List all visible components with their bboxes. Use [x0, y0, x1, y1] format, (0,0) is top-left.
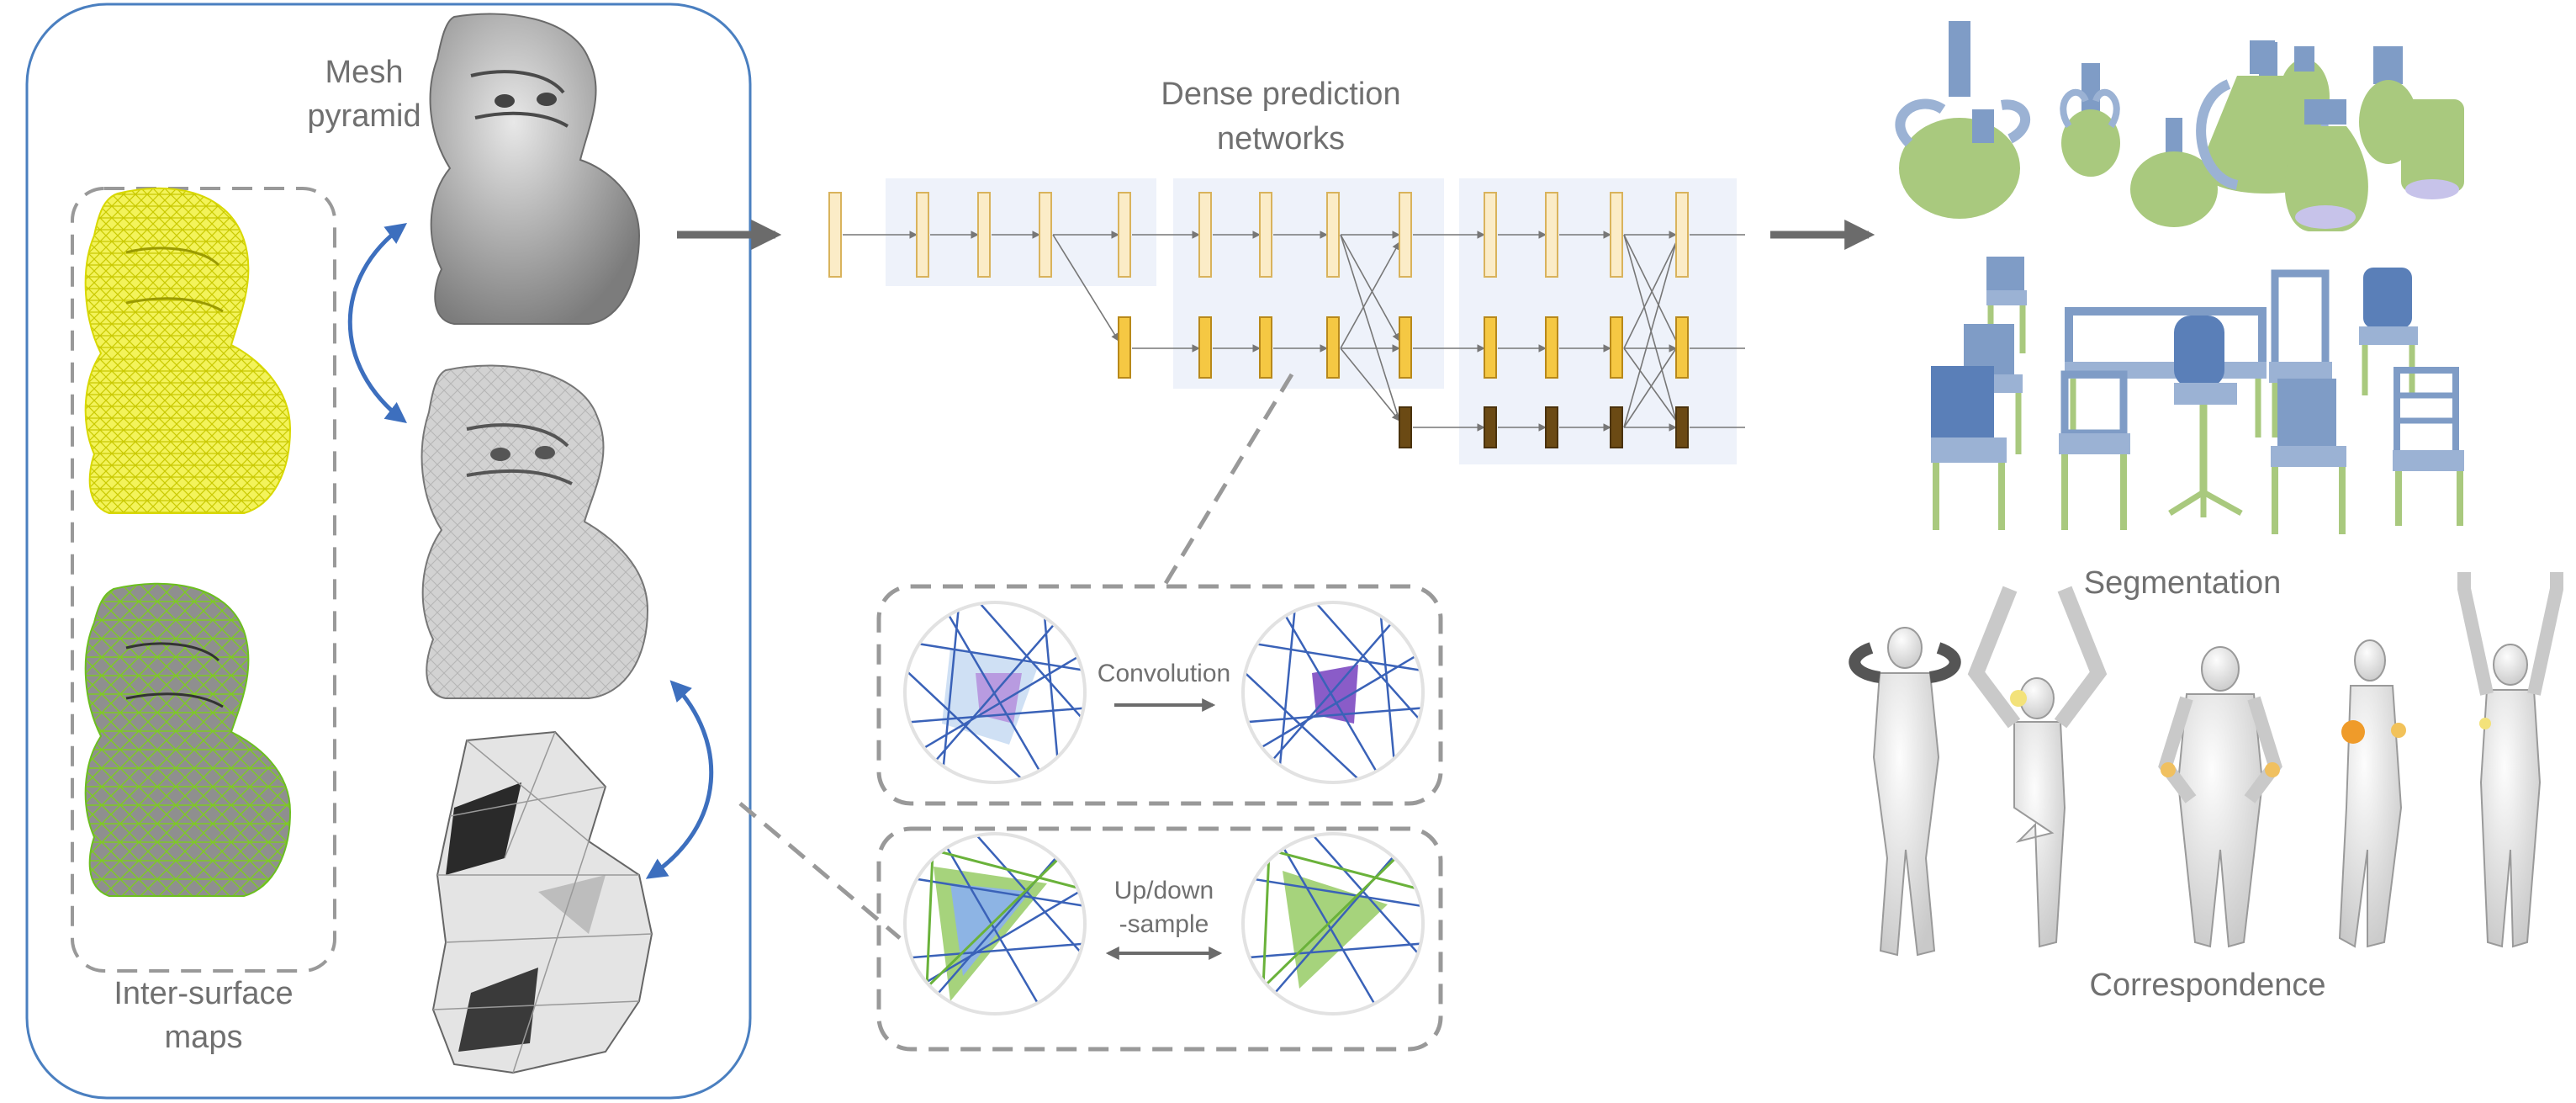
zoom-connector-mesh	[738, 802, 902, 940]
inter-surface-maps-label-line2: maps	[165, 1020, 243, 1055]
map-arrow-lower	[645, 680, 714, 879]
human-figure-icon	[1849, 627, 1961, 957]
human-figure-icon	[1967, 586, 2108, 948]
segmentation-label: Segmentation	[2084, 565, 2282, 601]
correspondence-humans	[1849, 572, 2563, 957]
convolution-label: Convolution	[1098, 660, 1230, 687]
network-layers-level3	[1399, 406, 1689, 448]
segmentation-chairs	[1931, 257, 2464, 534]
human-figure-icon	[2338, 639, 2406, 948]
inter-surface-maps-box	[71, 187, 336, 973]
sample-coarse-mesh	[1241, 832, 1425, 1016]
network-layers-level1	[828, 192, 1689, 278]
human-figure-icon	[2457, 572, 2563, 948]
chair-icon	[2271, 379, 2346, 534]
chair-icon	[2059, 370, 2130, 530]
vase-icon	[2284, 99, 2368, 231]
lion-mesh-coarse-bottom	[431, 730, 653, 1074]
convolution-box	[876, 584, 1443, 806]
inter-surface-maps-label-line1: Inter-surface	[114, 976, 293, 1011]
zoom-connector-network	[1162, 373, 1294, 586]
vase-icon	[1895, 21, 2031, 219]
mesh-pyramid-label-line2: pyramid	[307, 98, 421, 134]
mesh-pyramid-frame	[25, 3, 752, 1100]
human-figure-icon	[2158, 646, 2282, 948]
network-layers-level2	[1118, 316, 1689, 379]
conv-output-mesh	[1241, 601, 1425, 784]
network-connections	[843, 231, 1745, 432]
dense-prediction-label-line1: Dense prediction	[1161, 77, 1400, 112]
updown-sample-box	[876, 826, 1443, 1052]
map-arrow-upper	[347, 223, 408, 424]
correspondence-label: Correspondence	[2090, 968, 2326, 1003]
lion-mesh-wireframe-green	[84, 582, 292, 897]
vase-icon	[2130, 118, 2218, 227]
conv-input-mesh	[903, 601, 1087, 784]
chair-icon	[2393, 367, 2464, 526]
mesh-pyramid-label-line1: Mesh	[325, 55, 404, 90]
chair-icon	[2359, 268, 2418, 395]
vase-icon	[2060, 63, 2120, 177]
updown-label-line2: -sample	[1119, 910, 1209, 938]
network-stage-panels	[886, 178, 1737, 464]
sample-fine-mesh	[903, 832, 1087, 1016]
lion-mesh-mid	[421, 364, 649, 699]
lion-mesh-wireframe-yellow	[84, 187, 292, 514]
segmentation-vases	[1895, 21, 2464, 231]
lion-mesh-fine-top	[429, 13, 641, 325]
dense-prediction-label-line2: networks	[1217, 121, 1345, 156]
chair-icon	[1931, 366, 2007, 530]
vase-icon	[2401, 99, 2464, 199]
updown-label-line1: Up/down	[1114, 877, 1214, 904]
chair-icon	[2168, 316, 2243, 517]
